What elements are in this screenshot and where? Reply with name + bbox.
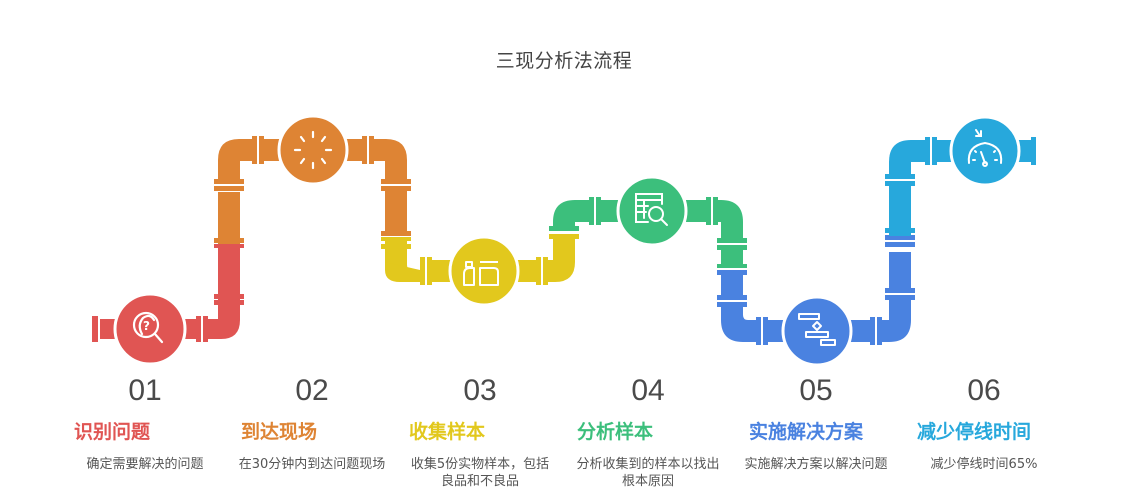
question-magnifier-icon: ? — [132, 311, 164, 344]
step-3: 03 收集样本 收集5份实物样本，包括良品和不良品 — [395, 372, 565, 490]
step-circle-4 — [616, 175, 688, 247]
sample-containers-icon — [463, 261, 499, 286]
svg-text:?: ? — [143, 319, 150, 333]
step-2: 02 到达现场 在30分钟内到达问题现场 — [227, 372, 397, 473]
step-number: 02 — [295, 374, 329, 407]
gantt-chart-icon — [798, 313, 836, 346]
step-circle-6 — [949, 115, 1021, 187]
step-label: 收集样本 — [409, 421, 486, 443]
step-number: 01 — [128, 374, 162, 407]
step-circle-3 — [448, 235, 520, 307]
step-circle-1: ? — [113, 292, 187, 366]
step-description: 在30分钟内到达问题现场 — [238, 457, 386, 472]
step-description: 实施解决方案以解决问题 — [744, 457, 888, 472]
pipe-segment-green — [549, 197, 747, 268]
step-description: 收集5份实物样本，包括良品和不良品 — [410, 457, 550, 489]
pipe-segment-red — [92, 244, 244, 342]
step-label: 分析样本 — [577, 421, 654, 443]
step-5: 05 实施解决方案 实施解决方案以解决问题 — [731, 372, 901, 473]
pipe-segment-yellow — [381, 234, 579, 285]
step-description: 确定需要解决的问题 — [86, 457, 204, 472]
step-description: 减少停线时间65% — [930, 457, 1038, 472]
table-search-icon — [635, 193, 668, 226]
step-number: 03 — [463, 374, 497, 407]
step-6: 06 减少停线时间 减少停线时间65% — [899, 372, 1069, 473]
step-circle-2 — [277, 114, 349, 186]
step-label: 实施解决方案 — [749, 421, 864, 443]
step-description: 分析收集到的样本以找出根本原因 — [576, 457, 720, 489]
diagram-title: 三现分析法流程 — [495, 50, 633, 72]
pipeline-diagram: ? — [92, 114, 1036, 367]
loading-spinner-icon — [293, 130, 333, 170]
step-number: 04 — [631, 374, 665, 407]
step-circle-5 — [781, 295, 853, 367]
step-label: 识别问题 — [74, 421, 151, 443]
speedometer-icon — [967, 129, 1003, 167]
step-number: 06 — [967, 374, 1001, 407]
step-1: 01 识别问题 确定需要解决的问题 — [60, 372, 230, 473]
step-4: 04 分析样本 分析收集到的样本以找出根本原因 — [563, 372, 733, 490]
step-label: 减少停线时间 — [917, 421, 1032, 443]
step-label: 到达现场 — [241, 421, 318, 443]
pipe-segment-blue — [717, 235, 915, 345]
step-number: 05 — [799, 374, 833, 407]
